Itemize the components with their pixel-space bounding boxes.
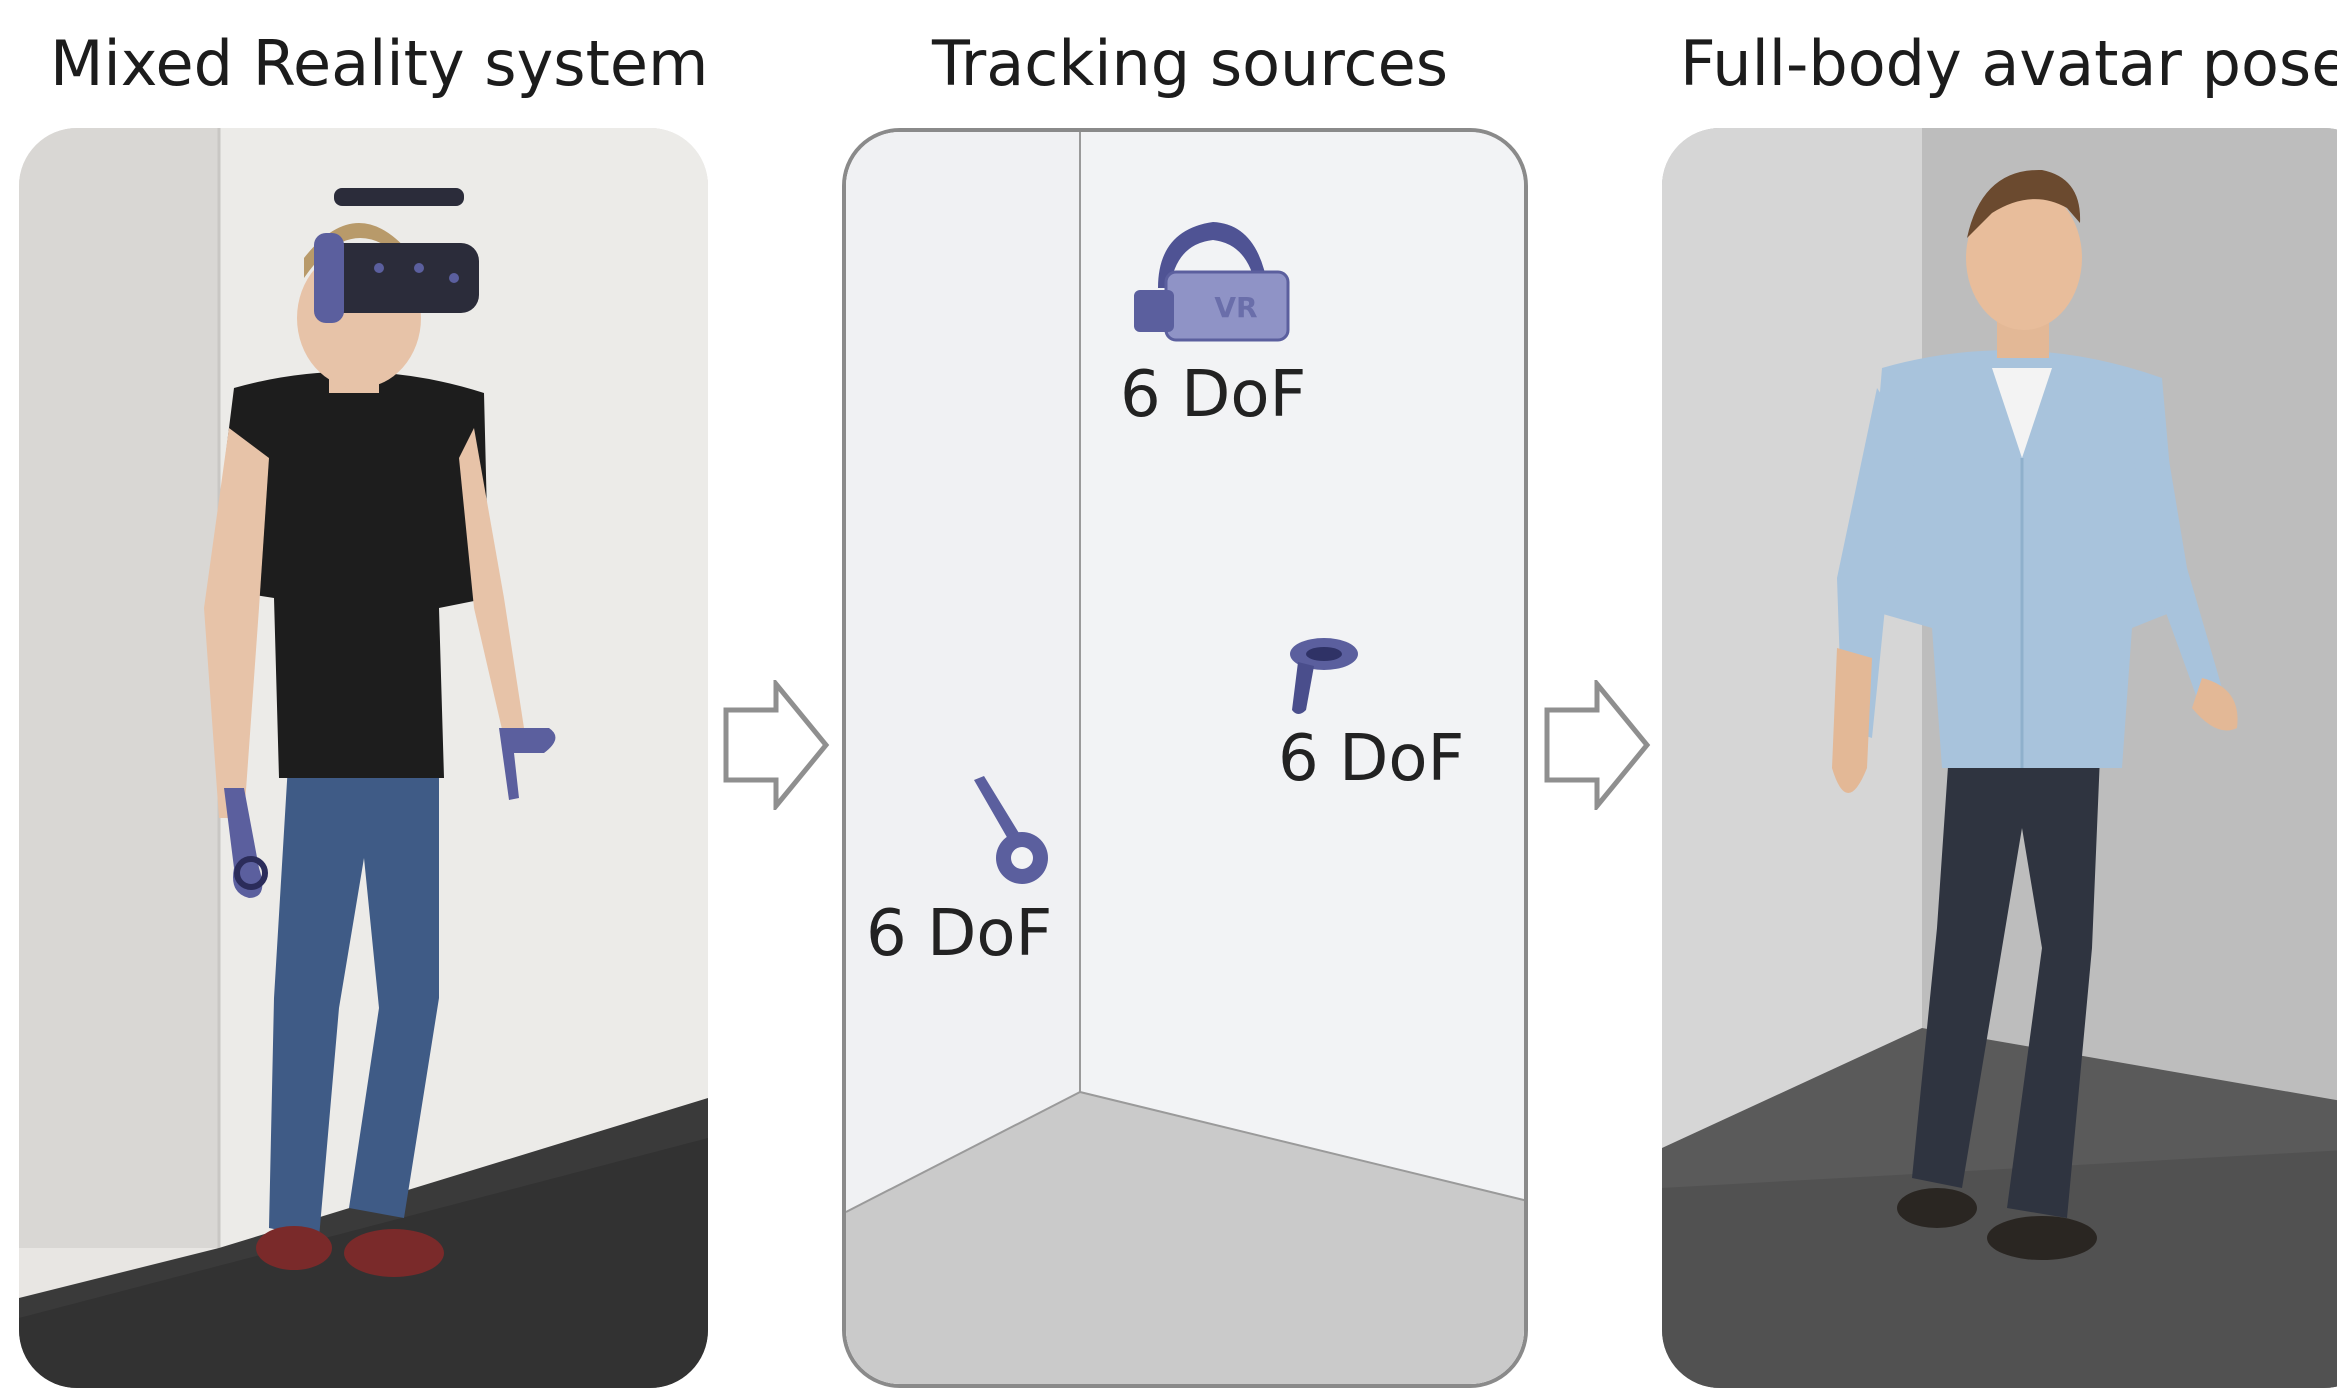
avatar-pose-title: Full-body avatar pose bbox=[1680, 27, 2337, 100]
avatar-render bbox=[1662, 128, 2337, 1388]
arrow-right-icon bbox=[723, 680, 830, 810]
arrow-right-icon bbox=[1544, 680, 1651, 810]
right-controller-icon bbox=[1290, 638, 1358, 714]
right-controller-dof-label: 6 DoF bbox=[1278, 722, 1465, 796]
left-controller-dof-label: 6 DoF bbox=[866, 897, 1053, 971]
vr-badge: VR bbox=[1214, 291, 1257, 324]
tracking-sources-title: Tracking sources bbox=[932, 27, 1449, 100]
headset-dof-label: 6 DoF bbox=[1120, 358, 1307, 432]
mixed-reality-photo bbox=[19, 128, 708, 1388]
tracking-sources-panel: VR 6 DoF 6 DoF 6 DoF bbox=[842, 128, 1528, 1388]
mixed-reality-title: Mixed Reality system bbox=[50, 27, 709, 100]
left-controller-icon bbox=[974, 776, 1048, 884]
vr-headset-icon: VR bbox=[1134, 222, 1290, 342]
